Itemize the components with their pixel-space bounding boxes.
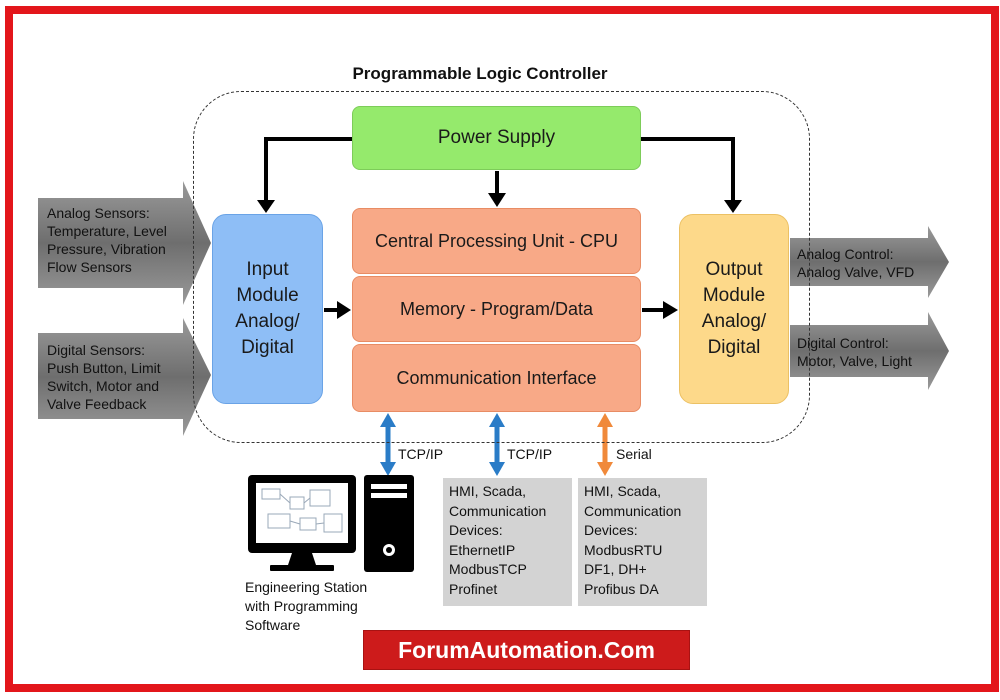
power-to-output-arrowhead (724, 200, 742, 213)
power-to-cpu-arrowhead (488, 193, 506, 207)
power-supply-box: Power Supply (352, 106, 641, 170)
analog-control-arrow (790, 226, 949, 298)
engineering-station-label: Engineering Station with Programming Sof… (245, 579, 368, 633)
power-to-input-arrowhead (257, 200, 275, 213)
output-module-box: Output Module Analog/ Digital (679, 214, 789, 404)
outer-frame (5, 6, 999, 692)
serial-link-head-up (597, 413, 613, 427)
analog-sensors-label: Analog Sensors: Temperature, Level Press… (47, 205, 167, 275)
computer-tower-icon (364, 475, 414, 572)
serial-devices-box: HMI, Scada, Communication Devices: Modbu… (578, 478, 707, 606)
analog-sensors-arrow (38, 181, 211, 305)
tcpip-label-2: TCP/IP (507, 446, 553, 462)
analog-control-label: Analog Control: Analog Valve, VFD (797, 246, 915, 280)
serial-link-head-down (597, 462, 613, 476)
monitor-icon (248, 475, 356, 571)
communication-interface-box: Communication Interface (352, 344, 641, 412)
memory-to-output-arrowhead (663, 301, 678, 319)
memory-box: Memory - Program/Data (352, 276, 641, 342)
tcpip-link-2-head-down (489, 462, 505, 476)
brand-banner: ForumAutomation.Com (363, 630, 690, 670)
digital-control-label: Digital Control: Motor, Valve, Light (797, 335, 912, 369)
power-to-output-arrow (641, 137, 735, 204)
power-to-input-arrow (264, 137, 352, 204)
serial-label: Serial (616, 446, 652, 462)
input-to-memory-arrowhead (337, 301, 351, 319)
tcpip-link-2-head-up (489, 413, 505, 427)
input-module-box: Input Module Analog/ Digital (212, 214, 323, 404)
cpu-box: Central Processing Unit - CPU (352, 208, 641, 274)
tcpip-link-1-head-down (380, 462, 396, 476)
plc-boundary (193, 91, 810, 443)
ethernet-devices-box: HMI, Scada, Communication Devices: Ether… (443, 478, 572, 606)
diagram-title: Programmable Logic Controller (352, 64, 608, 83)
digital-sensors-arrow (38, 318, 211, 436)
digital-control-arrow (790, 312, 949, 390)
tcpip-label-1: TCP/IP (398, 446, 444, 462)
digital-sensors-label: Digital Sensors: Push Button, Limit Swit… (47, 342, 161, 412)
tcpip-link-1-head-up (380, 413, 396, 427)
